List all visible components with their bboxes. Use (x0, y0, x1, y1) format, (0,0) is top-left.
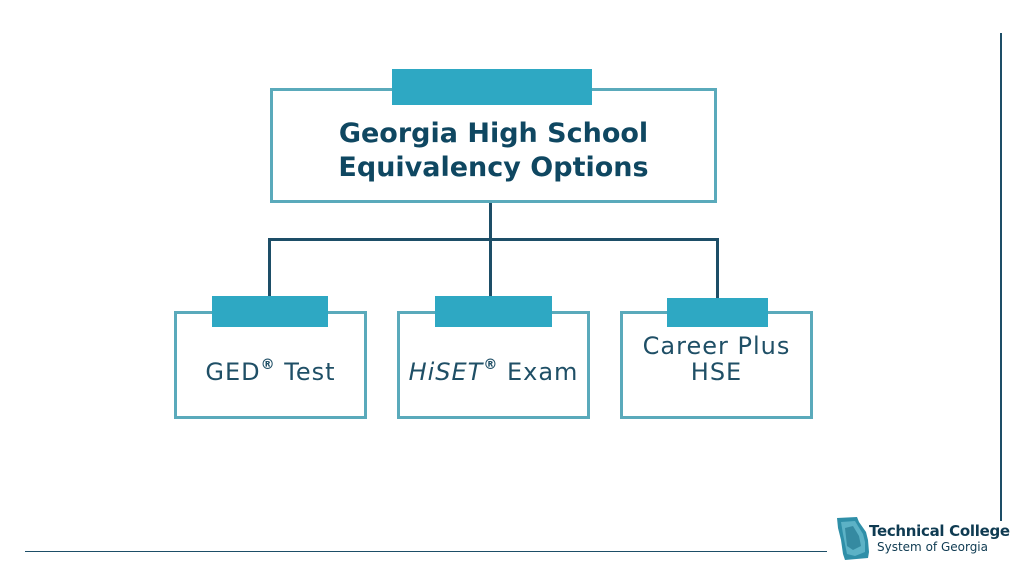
root-title-line2: Equivalency Options (338, 151, 649, 183)
node-career-plus-hse: Career Plus HSE (620, 311, 813, 419)
career-plus-line2: HSE (690, 358, 743, 386)
logo-line2: System of Georgia (877, 540, 988, 554)
root-title-line1: Georgia High School (338, 117, 649, 149)
career-plus-tab (667, 298, 768, 327)
bottom-divider (25, 551, 827, 552)
connector-right-down (716, 238, 719, 298)
ged-tab (212, 296, 328, 327)
career-plus-line1: Career Plus (642, 332, 791, 360)
right-divider (1000, 33, 1002, 521)
root-node: Georgia High School Equivalency Options (270, 88, 717, 203)
root-tab (392, 69, 592, 105)
ged-label: GED (205, 357, 261, 386)
logo-line1: Technical College (869, 522, 1010, 540)
tcsg-logo: Technical College System of Georgia (835, 516, 1010, 564)
georgia-map-icon (837, 517, 869, 560)
hiset-label: HiSET (408, 357, 484, 386)
ged-registered-mark: ® (260, 356, 276, 373)
node-hiset-exam: HiSET® Exam (397, 311, 590, 419)
hiset-suffix: Exam (498, 357, 579, 386)
hiset-tab (435, 296, 552, 327)
node-ged-test: GED® Test (174, 311, 367, 419)
ged-suffix: Test (275, 357, 336, 386)
connector-middle-down (489, 238, 492, 296)
hiset-registered-mark: ® (483, 356, 499, 373)
connector-root-down (489, 203, 492, 240)
connector-horizontal (268, 238, 719, 241)
connector-left-down (268, 238, 271, 296)
